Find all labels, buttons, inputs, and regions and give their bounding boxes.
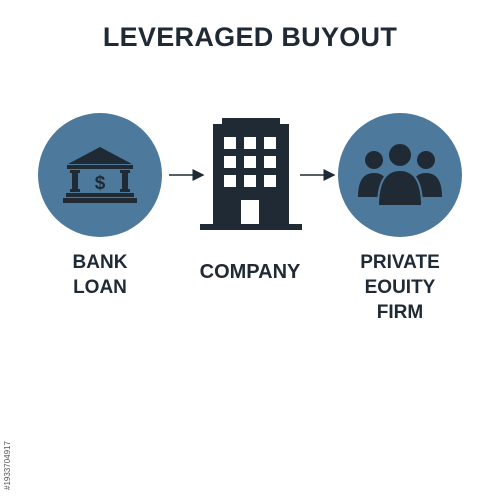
office-building-icon: [200, 118, 302, 230]
diagram-title: LEVERAGED BUYOUT: [102, 22, 398, 52]
group-of-people-icon: [358, 142, 442, 207]
stock-id-watermark: #193370491​7: [3, 441, 12, 490]
bank-node: $: [38, 113, 162, 237]
bank-icon: $: [63, 147, 137, 203]
bank-loan-label: BANK LOAN: [72, 252, 128, 298]
dollar-symbol: $: [95, 173, 106, 194]
private-equity-label: PRIVATE EOUITY FIRM: [360, 252, 440, 323]
company-label: COMPANY: [199, 261, 301, 283]
private-equity-node: [338, 113, 462, 237]
bank-circle: [38, 113, 162, 237]
